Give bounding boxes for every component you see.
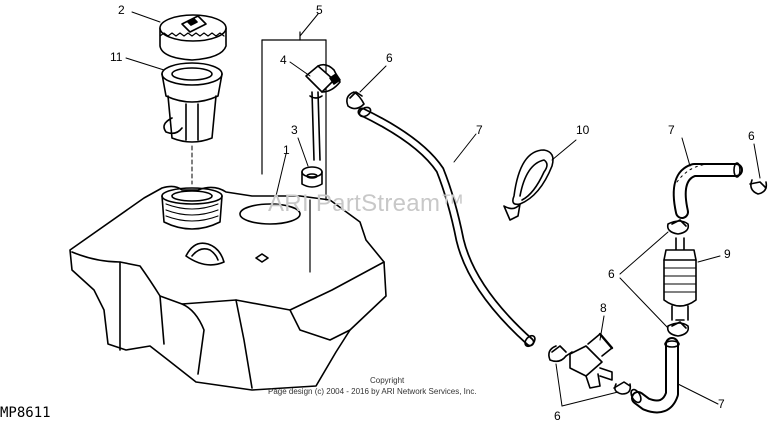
leader-10 <box>551 139 577 161</box>
leader-8 <box>599 315 605 341</box>
leader-7b <box>681 137 691 167</box>
watermark: ARI PartStream™ <box>268 190 465 217</box>
hose-clamp-e <box>548 345 567 363</box>
callout-9: 9 <box>724 247 731 261</box>
leader-7a <box>453 133 477 163</box>
copyright-notice: Page design (c) 2004 - 2016 by ARI Netwo… <box>268 387 477 396</box>
callout-7-lower-hose: 7 <box>718 397 725 411</box>
callout-7-upper-hose: 7 <box>668 123 675 137</box>
callout-2: 2 <box>118 3 125 17</box>
hose-clip <box>503 149 554 221</box>
leader-7c <box>677 383 719 405</box>
callout-4: 4 <box>280 53 287 67</box>
callout-5: 5 <box>316 3 323 17</box>
leader-5 <box>299 13 319 37</box>
fuel-filter <box>663 237 697 321</box>
hose-clamp-a <box>346 91 365 110</box>
leader-9 <box>697 255 721 263</box>
leader-6c-1 <box>619 231 669 275</box>
callout-6-filter-clamps: 6 <box>608 267 615 281</box>
leader-6c-2 <box>619 277 669 329</box>
figure-id: MP8611 <box>0 405 51 421</box>
leader-6a <box>359 65 387 93</box>
callout-6-clamp-a: 6 <box>386 51 393 65</box>
callout-11: 11 <box>110 50 123 64</box>
leader-3 <box>297 137 309 167</box>
bracket-5 <box>261 31 327 273</box>
hose-clamp-d <box>666 321 690 337</box>
fuel-tank <box>69 185 387 391</box>
leader-6d-1 <box>555 363 563 407</box>
fuel-hose-long <box>357 106 536 348</box>
leader-6d-2 <box>561 391 619 407</box>
leader-4 <box>289 61 311 77</box>
fuel-cap <box>159 14 227 61</box>
callout-6-valve-clamps: 6 <box>554 409 561 423</box>
callout-1: 1 <box>283 143 290 157</box>
copyright-label: Copyright <box>370 376 405 385</box>
callout-6-clamp-b: 6 <box>748 129 755 143</box>
fuel-hose-lower <box>630 337 680 414</box>
callout-7-long-hose: 7 <box>476 123 483 137</box>
hose-clamp-b <box>749 179 768 195</box>
fuel-hose-upper <box>672 162 743 219</box>
hose-clamp-c <box>666 219 690 235</box>
hose-clamp-f <box>613 381 632 395</box>
filler-strainer <box>161 62 223 143</box>
callout-10: 10 <box>576 123 590 137</box>
shutoff-valve <box>565 332 614 389</box>
leader-11 <box>125 57 165 71</box>
leader-6b <box>753 143 761 179</box>
fuel-fitting <box>305 63 341 161</box>
callout-8: 8 <box>600 301 607 315</box>
leader-2 <box>131 11 161 23</box>
callout-3: 3 <box>291 123 298 137</box>
leader-1 <box>275 153 287 197</box>
grommet <box>301 166 323 188</box>
